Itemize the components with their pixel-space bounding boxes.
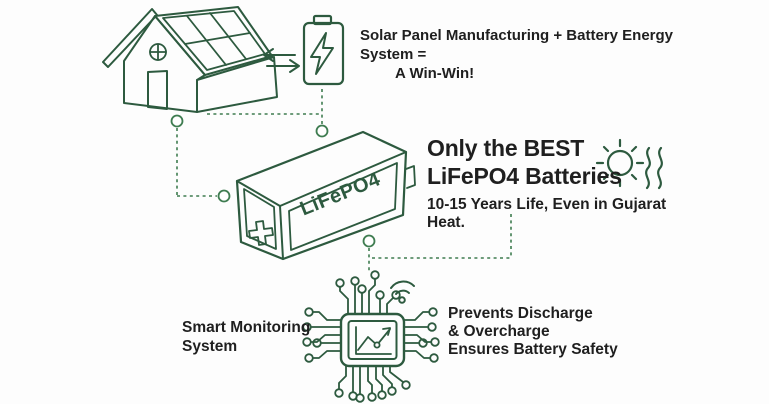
headline-text: Solar Panel Manufacturing + Battery Ener… <box>360 26 705 83</box>
lightning-bolt-icon <box>310 32 334 75</box>
connector-node-icons <box>170 114 376 248</box>
smart-chip-icon <box>302 270 440 403</box>
heat-waves-icon <box>645 146 663 190</box>
safety-label: Prevents Discharge & Overcharge Ensures … <box>448 305 628 359</box>
lifepo4-box-icon <box>235 130 416 261</box>
best-subtitle: 10-15 Years Life, Even in Gujarat Heat. <box>427 196 667 231</box>
monitoring-label: Smart Monitoring System <box>182 318 322 356</box>
connector-node-icon <box>362 234 376 248</box>
solar-panel-grid-icon <box>162 10 266 71</box>
connector-dashes <box>176 89 512 272</box>
best-heading-line1: Only the BEST <box>427 135 585 161</box>
house-solar-icon <box>102 6 278 113</box>
safety-line3: Ensures Battery Safety <box>448 341 618 358</box>
connector-node-icon <box>170 114 184 128</box>
connector-node-icon <box>315 124 329 138</box>
headline-line1: Solar Panel Manufacturing + Battery Ener… <box>360 27 674 63</box>
plus-terminal-icon <box>248 220 274 246</box>
best-batteries-block: Only the BEST LiFePO4 Batteries 10-15 Ye… <box>427 134 687 232</box>
monitoring-line1: Smart Monitoring <box>182 319 311 336</box>
best-heading-line2: LiFePO4 Batteries <box>427 163 622 189</box>
battery-charge-icon <box>302 14 345 86</box>
connector-node-icon <box>217 189 231 203</box>
monitoring-line2: System <box>182 338 238 355</box>
wifi-icon <box>390 280 415 304</box>
round-window-icon <box>149 43 167 61</box>
safety-line2: & Overcharge <box>448 323 550 340</box>
headline-line2: A Win-Win! <box>395 65 475 82</box>
safety-line1: Prevents Discharge <box>448 305 593 322</box>
energy-exchange-arrows-icon <box>263 48 300 73</box>
sun-icon <box>595 138 645 188</box>
growth-chart-icon <box>355 326 392 355</box>
